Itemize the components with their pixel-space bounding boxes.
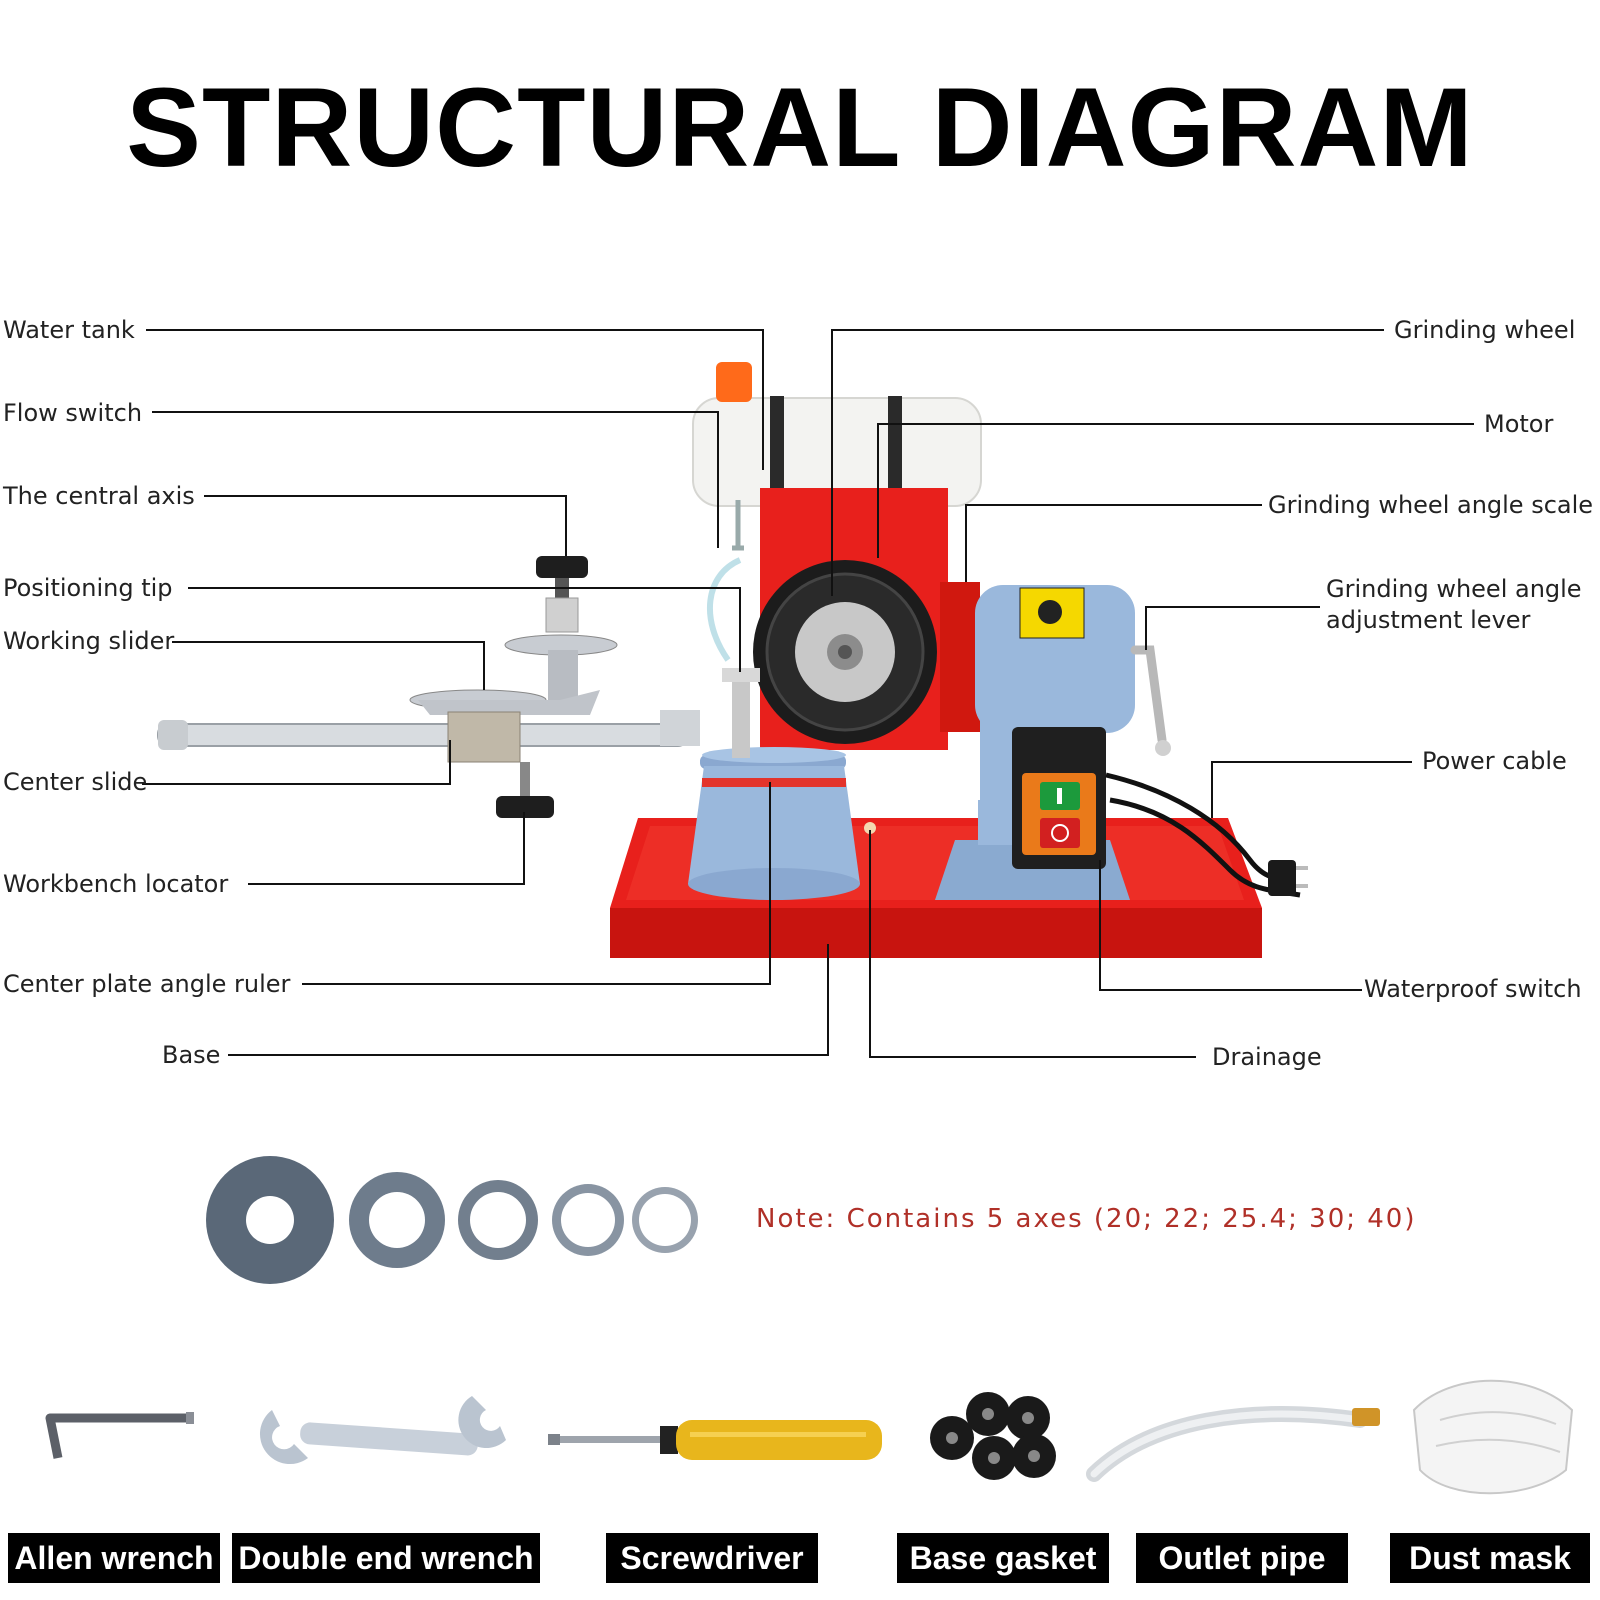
label-power-cable: Power cable <box>1422 747 1567 775</box>
workbench-drum <box>688 668 860 900</box>
shaft-washers <box>206 1156 698 1284</box>
screwdriver-icon <box>548 1420 882 1460</box>
workbench-locator-knob <box>496 762 554 818</box>
power-cable <box>1105 772 1308 898</box>
label-flow-switch: Flow switch <box>3 399 143 427</box>
grinding-wheel <box>753 560 937 744</box>
axes-note: Note: Contains 5 axes (20; 22; 25.4; 30;… <box>756 1204 1417 1234</box>
label-angle-lever-line1: Grinding wheel angle <box>1326 575 1582 603</box>
label-grinding-wheel-angle-scale: Grinding wheel angle scale <box>1268 491 1594 519</box>
label-water-tank: Water tank <box>3 316 135 344</box>
dust-mask-icon <box>1412 1379 1574 1495</box>
tag-dust-mask: Dust mask <box>1390 1533 1590 1583</box>
label-base: Base <box>162 1041 221 1069</box>
waterproof-switch-box <box>1012 727 1106 869</box>
label-workbench-locator: Workbench locator <box>3 870 229 898</box>
outlet-pipe-icon <box>1086 1406 1380 1482</box>
central-axis-assembly <box>409 556 618 715</box>
tag-screwdriver: Screwdriver <box>606 1533 818 1583</box>
double-end-wrench-icon <box>259 1396 506 1465</box>
angle-adjustment-lever <box>1130 645 1171 756</box>
label-waterproof-switch: Waterproof switch <box>1364 975 1582 1003</box>
tag-double-end-wrench: Double end wrench <box>232 1533 540 1583</box>
label-center-plate-angle-ruler: Center plate angle ruler <box>3 970 291 998</box>
tag-base-gasket: Base gasket <box>897 1533 1109 1583</box>
allen-wrench-icon <box>45 1412 194 1459</box>
base-gasket-icon <box>930 1392 1056 1480</box>
label-drainage: Drainage <box>1212 1043 1322 1071</box>
label-motor: Motor <box>1484 410 1554 438</box>
page-title: STRUCTURAL DIAGRAM <box>126 65 1474 190</box>
label-angle-lever-line2: adjustment lever <box>1326 606 1531 634</box>
drainage-hole <box>864 822 876 834</box>
horizontal-rod <box>157 710 700 763</box>
leader-lines <box>142 329 1474 1058</box>
label-working-slider: Working slider <box>3 627 175 655</box>
tag-allen-wrench: Allen wrench <box>8 1533 220 1583</box>
tag-outlet-pipe: Outlet pipe <box>1136 1533 1348 1583</box>
label-center-slide: Center slide <box>3 768 148 796</box>
label-grinding-wheel: Grinding wheel <box>1394 316 1576 344</box>
label-positioning-tip: Positioning tip <box>3 574 173 602</box>
label-central-axis: The central axis <box>3 482 195 510</box>
